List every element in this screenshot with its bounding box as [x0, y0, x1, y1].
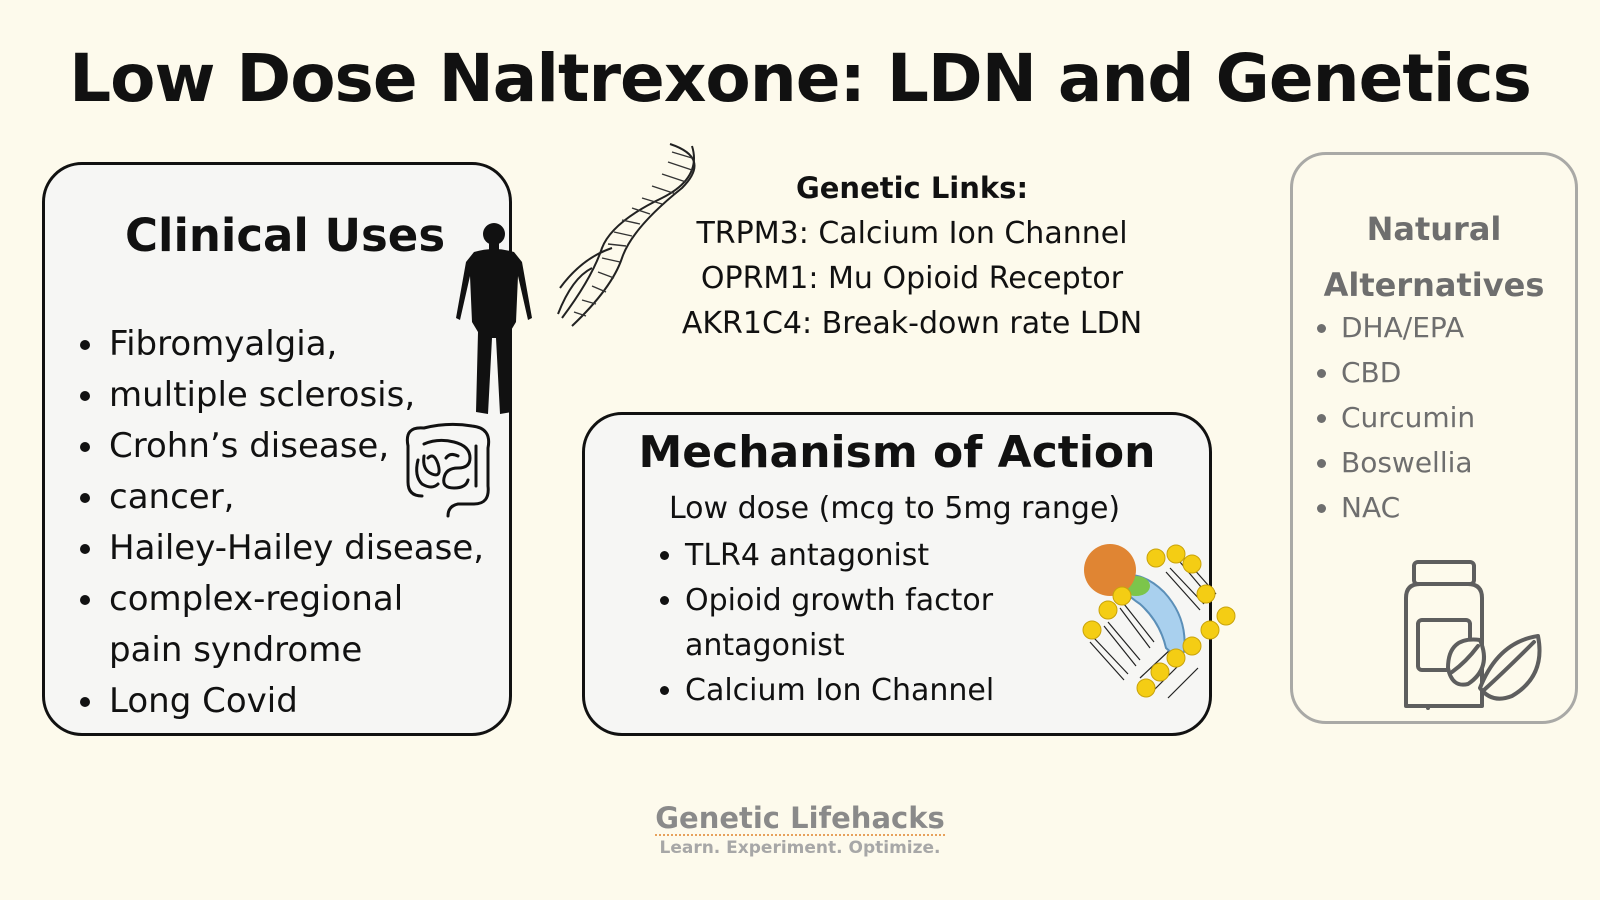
list-item: Fibromyalgia,: [107, 319, 484, 370]
list-item: CBD: [1341, 350, 1475, 395]
list-item: Calcium Ion Channel: [685, 668, 1045, 713]
dna-helix-icon: [557, 143, 696, 327]
intestine-icon: [405, 422, 491, 518]
list-item: complex-regional pain syndrome: [107, 574, 439, 676]
clinical-uses-card: Clinical Uses Fibromyalgia, multiple scl…: [42, 162, 512, 736]
genetic-link-line: TRPM3: Calcium Ion Channel: [696, 216, 1128, 251]
list-item: Hailey-Hailey disease,: [107, 523, 484, 574]
genetic-links: Genetic Links: TRPM3: Calcium Ion Channe…: [662, 166, 1162, 346]
clinical-uses-list: Fibromyalgia, multiple sclerosis, Crohn’…: [75, 319, 484, 727]
cell-membrane-receptor-icon: [1082, 544, 1236, 699]
genetic-link-line: OPRM1: Mu Opioid Receptor: [700, 261, 1124, 296]
mechanism-title: Mechanism of Action: [638, 427, 1156, 478]
list-item: Long Covid: [107, 676, 484, 727]
natural-alternatives-list: DHA/EPA CBD Curcumin Boswellia NAC: [1313, 305, 1475, 530]
list-item: multiple sclerosis,: [107, 370, 484, 421]
human-silhouette-icon: [456, 223, 532, 414]
natural-alternatives-card: Natural Alternatives DHA/EPA CBD Curcumi…: [1290, 152, 1578, 724]
supplement-bottle-leaf-icon: [1404, 560, 1542, 710]
list-item: Curcumin: [1341, 395, 1475, 440]
list-item: Crohn’s disease,: [107, 421, 484, 472]
natural-alternatives-title: Natural Alternatives: [1323, 210, 1545, 304]
list-item: Opioid growth factor antagonist: [685, 578, 1045, 668]
list-item: DHA/EPA: [1341, 305, 1475, 350]
page-title: Low Dose Naltrexone: LDN and Genetics: [69, 40, 1532, 117]
list-item: NAC: [1341, 485, 1475, 530]
genetic-links-heading: Genetic Links:: [795, 171, 1029, 205]
list-item: cancer,: [107, 472, 484, 523]
mechanism-list: TLR4 antagonist Opioid growth factor ant…: [655, 533, 1045, 713]
genetic-link-line: AKR1C4: Break-down rate LDN: [681, 306, 1143, 341]
brand-name: Genetic Lifehacks: [655, 801, 945, 836]
brand-tagline: Learn. Experiment. Optimize.: [659, 838, 941, 858]
list-item: Boswellia: [1341, 440, 1475, 485]
clinical-uses-title: Clinical Uses: [125, 209, 446, 262]
brand-logo: Genetic Lifehacks Learn. Experiment. Opt…: [0, 802, 1600, 858]
list-item: TLR4 antagonist: [685, 533, 1045, 578]
mechanism-subtitle: Low dose (mcg to 5mg range): [669, 491, 1121, 526]
